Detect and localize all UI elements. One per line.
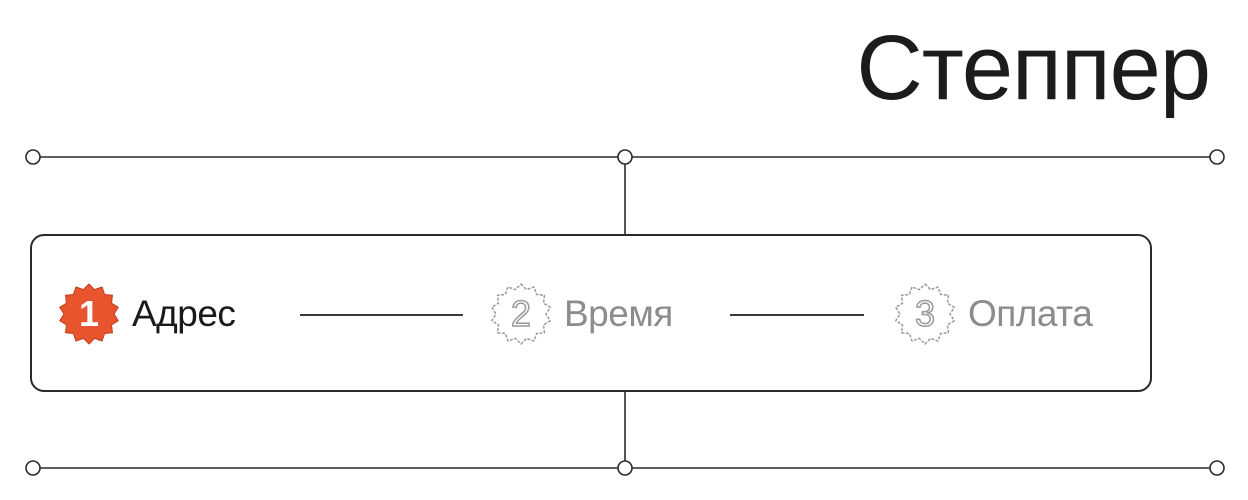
step-number: 2 bbox=[510, 292, 532, 335]
step-payment[interactable]: 3 Оплата bbox=[892, 283, 1093, 345]
step-badge: 2 bbox=[488, 281, 554, 347]
stepper: 1 Адрес 2 Время 3 Оплата bbox=[30, 234, 1152, 392]
badge-shape-inactive bbox=[895, 283, 955, 345]
badge-shape-active bbox=[59, 283, 119, 345]
badge-shape-inactive bbox=[491, 283, 551, 345]
step-badge: 3 bbox=[892, 281, 958, 347]
step-connector bbox=[730, 314, 864, 316]
badge-icon bbox=[895, 283, 955, 345]
step-number: 3 bbox=[914, 292, 936, 335]
step-time[interactable]: 2 Время bbox=[488, 283, 673, 345]
step-label: Адрес bbox=[132, 293, 236, 334]
step-address[interactable]: 1 Адрес bbox=[56, 283, 236, 345]
step-badge: 1 bbox=[56, 281, 122, 347]
step-number: 1 bbox=[78, 293, 100, 334]
step-label: Оплата bbox=[968, 293, 1093, 334]
badge-icon bbox=[491, 283, 551, 345]
step-label: Время bbox=[564, 293, 673, 334]
badge-icon bbox=[59, 283, 119, 345]
page-title: Степпер bbox=[856, 17, 1211, 119]
step-connector bbox=[300, 314, 463, 316]
